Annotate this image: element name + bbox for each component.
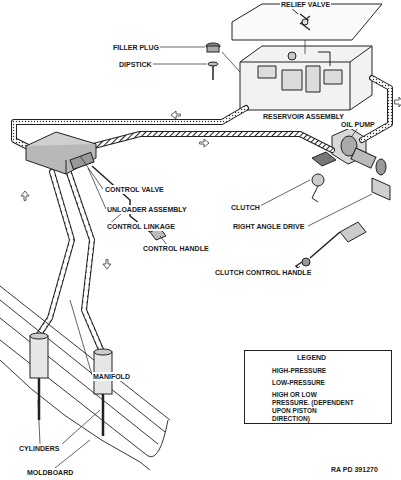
- part-label: CLUTCH: [230, 203, 261, 212]
- part-label: RESERVOIR ASSEMBLY: [262, 112, 345, 121]
- part-label: RELIEF VALVE: [280, 0, 331, 9]
- part-label: RIGHT ANGLE DRIVE: [232, 222, 305, 231]
- legend-text: LOW-PRESSURE: [272, 379, 354, 387]
- part-label: CLUTCH CONTROL HANDLE: [214, 268, 312, 277]
- legend-title: LEGEND: [296, 353, 327, 362]
- part-label: UNLOADER ASSEMBLY: [106, 205, 188, 214]
- part-label: CONTROL HANDLE: [142, 244, 210, 253]
- part-label: CONTROL LINKAGE: [106, 222, 176, 231]
- part-label: FILLER PLUG: [112, 43, 160, 52]
- drawing-number: RA PD 391270: [330, 465, 379, 474]
- part-label: MOLDBOARD: [26, 468, 74, 477]
- part-label: OIL PUMP: [340, 120, 376, 129]
- part-label: CONTROL VALVE: [104, 185, 165, 194]
- legend-text: HIGH-PRESSURE: [272, 367, 354, 375]
- part-label: MANIFOLD: [92, 372, 131, 381]
- part-label: DIPSTICK: [118, 60, 153, 69]
- part-label: CYLINDERS: [18, 444, 60, 453]
- legend-text: HIGH OR LOW PRESSURE. (DEPENDENT UPON PI…: [272, 391, 354, 423]
